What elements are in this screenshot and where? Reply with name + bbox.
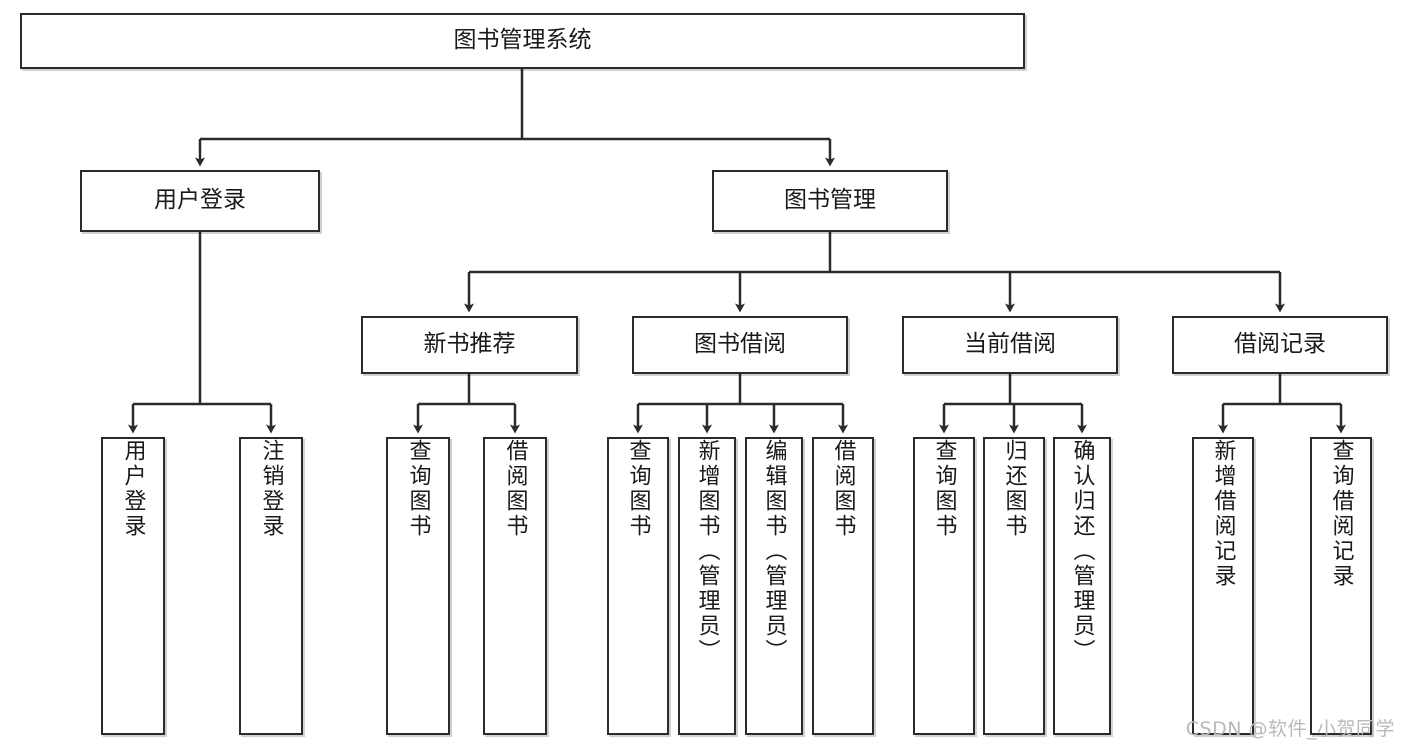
node-leaf-query-book-borrow[interactable]: 查询图书 (607, 437, 669, 735)
node-root[interactable]: 图书管理系统 (20, 13, 1025, 69)
edge-root-to-level2 (195, 69, 835, 167)
node-leaf-user-login-label: 用户登录 (120, 439, 146, 539)
node-leaf-query-borrow-record[interactable]: 查询借阅记录 (1310, 437, 1372, 735)
node-leaf-user-login[interactable]: 用户登录 (101, 437, 165, 735)
node-leaf-edit-book-admin-label: 编辑图书（管理员） (761, 439, 787, 664)
node-leaf-logout-login[interactable]: 注销登录 (239, 437, 303, 735)
node-leaf-confirm-return-admin-label: 确认归还（管理员） (1069, 439, 1095, 664)
node-leaf-query-book-rec[interactable]: 查询图书 (386, 437, 450, 735)
node-leaf-add-borrow-record-label: 新增借阅记录 (1210, 439, 1236, 589)
node-leaf-add-book-admin-label: 新增图书（管理员） (694, 439, 720, 664)
node-leaf-logout-login-label: 注销登录 (258, 439, 284, 539)
edge-newbook-to-leaves (413, 374, 520, 434)
node-root-label: 图书管理系统 (453, 27, 592, 54)
node-leaf-return-book-label: 归还图书 (1001, 439, 1027, 539)
node-leaf-query-book-rec-label: 查询图书 (405, 439, 431, 539)
node-leaf-query-book-cur[interactable]: 查询图书 (913, 437, 975, 735)
node-leaf-query-borrow-record-label: 查询借阅记录 (1328, 439, 1354, 589)
node-book-manage[interactable]: 图书管理 (712, 170, 948, 232)
node-leaf-confirm-return-admin[interactable]: 确认归还（管理员） (1053, 437, 1111, 735)
node-current-borrow-label: 当前借阅 (964, 331, 1056, 358)
node-leaf-add-book-admin[interactable]: 新增图书（管理员） (678, 437, 736, 735)
node-leaf-edit-book-admin[interactable]: 编辑图书（管理员） (745, 437, 803, 735)
node-leaf-borrow-book-rec[interactable]: 借阅图书 (483, 437, 547, 735)
edge-bookborrow-to-leaves (633, 374, 848, 434)
node-leaf-borrow-book-rec-label: 借阅图书 (502, 439, 528, 539)
edge-currentborrow-to-leaves (939, 374, 1087, 434)
node-user-login-label: 用户登录 (154, 187, 246, 214)
node-book-manage-label: 图书管理 (784, 187, 876, 214)
node-borrow-record-label: 借阅记录 (1234, 331, 1326, 358)
node-leaf-add-borrow-record[interactable]: 新增借阅记录 (1192, 437, 1254, 735)
node-leaf-borrow-book[interactable]: 借阅图书 (812, 437, 874, 735)
node-leaf-borrow-book-label: 借阅图书 (830, 439, 856, 539)
edge-borrowrecord-to-leaves (1218, 374, 1346, 434)
node-leaf-return-book[interactable]: 归还图书 (983, 437, 1045, 735)
node-user-login[interactable]: 用户登录 (80, 170, 320, 232)
node-book-borrow-label: 图书借阅 (694, 331, 786, 358)
node-current-borrow[interactable]: 当前借阅 (902, 316, 1118, 374)
node-borrow-record[interactable]: 借阅记录 (1172, 316, 1388, 374)
edge-userlogin-to-leaves (128, 232, 276, 434)
node-new-book-recommend[interactable]: 新书推荐 (361, 316, 578, 374)
edge-bookmanage-to-level3 (464, 232, 1285, 313)
node-new-book-recommend-label: 新书推荐 (423, 331, 516, 358)
node-leaf-query-book-cur-label: 查询图书 (931, 439, 957, 539)
node-book-borrow[interactable]: 图书借阅 (632, 316, 848, 374)
node-leaf-query-book-borrow-label: 查询图书 (625, 439, 651, 539)
